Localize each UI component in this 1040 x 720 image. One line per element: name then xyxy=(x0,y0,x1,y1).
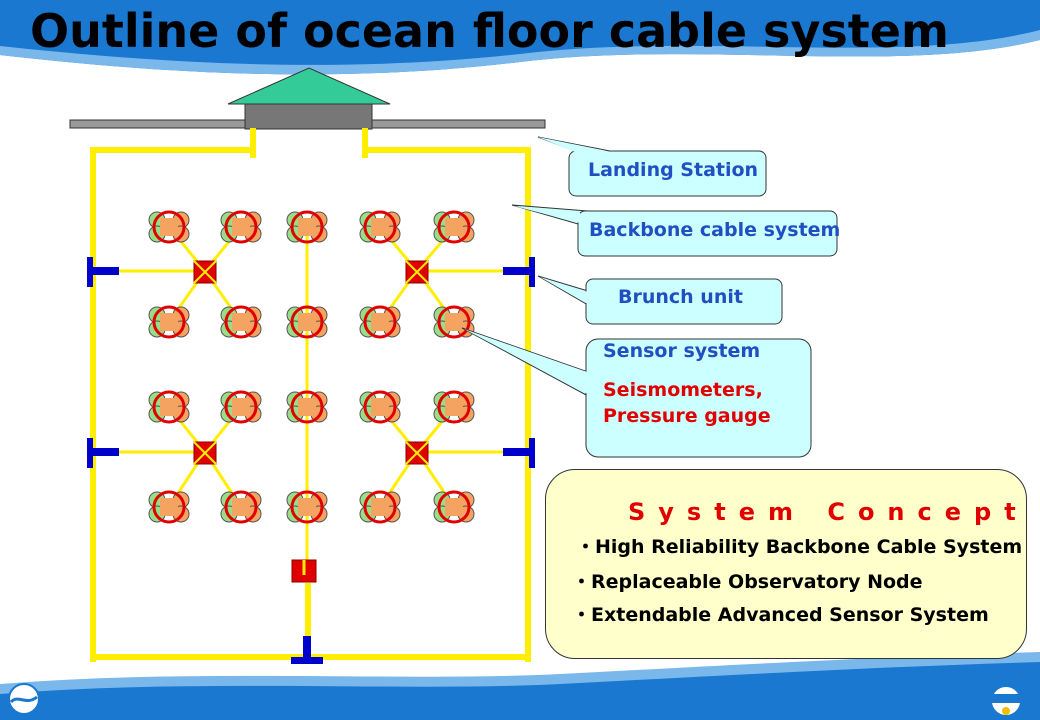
footer-wave xyxy=(0,652,1040,720)
sensor-icon xyxy=(359,305,401,339)
system-concept-title: System Concept xyxy=(628,498,1027,526)
callout-branch-unit: Brunch unit xyxy=(537,275,783,325)
callout-landing-station: Landing Station xyxy=(537,136,767,197)
sensor-icon xyxy=(148,390,190,424)
page-title: Outline of ocean floor cable system xyxy=(30,4,949,58)
sensor-icon xyxy=(359,390,401,424)
donet-logo xyxy=(990,685,1022,717)
branch-unit-icon xyxy=(193,260,217,284)
concept-item-reliability: ・High Reliability Backbone Cable System xyxy=(576,536,1023,558)
sensor-icon xyxy=(433,305,475,339)
branch-unit-icon xyxy=(405,441,429,465)
sensor-icon xyxy=(286,210,328,244)
sensor-detail-line-2: Pressure gauge xyxy=(603,405,771,427)
callout-sensor-system: Sensor system Seismometers, Pressure gau… xyxy=(461,327,812,458)
sensor-group xyxy=(148,210,475,524)
branch-unit-label: Brunch unit xyxy=(618,286,743,308)
sensor-icon xyxy=(220,305,262,339)
sensor-icon xyxy=(220,490,262,524)
sensor-icon xyxy=(148,490,190,524)
header-wave xyxy=(0,0,1040,75)
sensor-icon xyxy=(220,210,262,244)
branch-unit-icon xyxy=(291,559,317,583)
branch-unit-icon xyxy=(405,260,429,284)
sensor-icon xyxy=(433,210,475,244)
sensor-icon xyxy=(433,490,475,524)
sensor-icon xyxy=(286,490,328,524)
system-concept-box: System Concept ・High Reliability Backbon… xyxy=(545,469,1027,659)
branch-units xyxy=(193,260,429,583)
landing-station-label: Landing Station xyxy=(588,159,758,181)
sensor-icon xyxy=(220,390,262,424)
branch-unit-icon xyxy=(193,441,217,465)
callout-backbone: Backbone cable system xyxy=(511,204,840,257)
node-connectors xyxy=(87,257,535,664)
sensor-icon xyxy=(359,490,401,524)
sensor-icon xyxy=(286,390,328,424)
sensor-icon xyxy=(148,210,190,244)
sensor-icon xyxy=(148,305,190,339)
sensor-icon xyxy=(286,305,328,339)
concept-item-extendable: ・Extendable Advanced Sensor System xyxy=(572,604,989,626)
backbone-label: Backbone cable system xyxy=(589,219,840,241)
sensor-icon xyxy=(433,390,475,424)
landing-station-icon xyxy=(69,67,546,130)
concept-item-replaceable: ・Replaceable Observatory Node xyxy=(572,571,923,593)
sensor-icon xyxy=(359,210,401,244)
sensor-system-label: Sensor system xyxy=(603,340,760,362)
sensor-detail-line-1: Seismometers, xyxy=(603,379,763,401)
jamstec-logo xyxy=(8,683,40,715)
